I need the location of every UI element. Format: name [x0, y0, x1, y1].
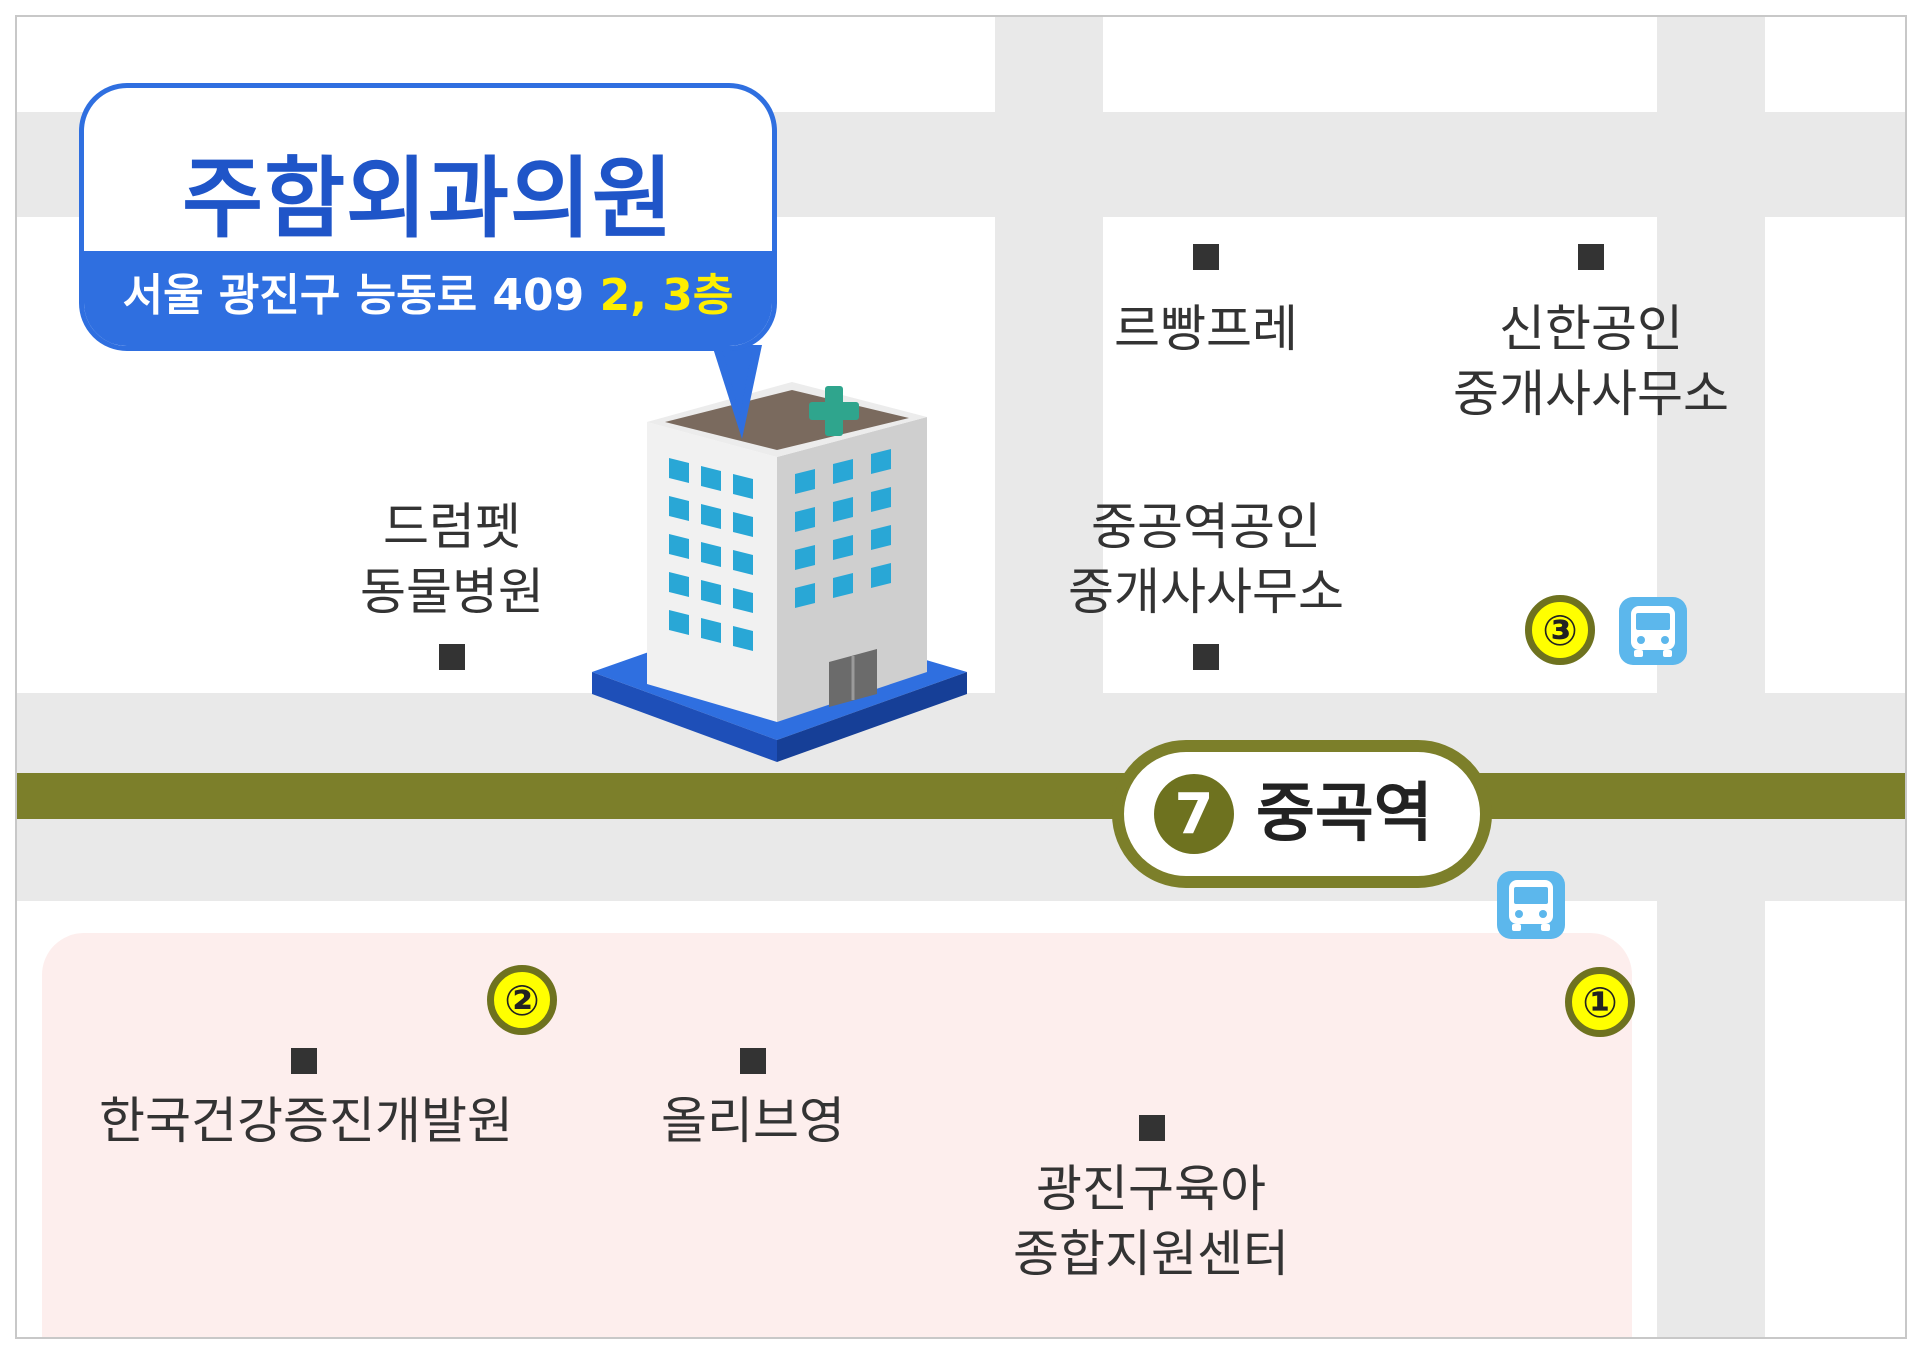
- map-frame: 르빵프레 신한공인 중개사사무소 드럼펫 동물병원 중공역공인 중개사사무소 한…: [15, 15, 1907, 1339]
- hospital-building-icon: [592, 382, 967, 762]
- bus-icon: [1619, 597, 1687, 665]
- exit-badge-3: ③: [1525, 595, 1595, 665]
- place-label-drumpet: 드럼펫 동물병원: [360, 495, 544, 625]
- marker-junggong: [1193, 644, 1219, 670]
- road-vertical-center: [995, 17, 1103, 693]
- place-label-shinhan: 신한공인 중개사사무소: [1453, 297, 1729, 427]
- callout-pointer: [712, 345, 762, 439]
- clinic-floor: 2, 3층: [599, 270, 734, 321]
- bus-icon: [1497, 871, 1565, 939]
- place-label-line: 중개사사무소: [1068, 563, 1344, 621]
- marker-gwangjin: [1139, 1115, 1165, 1141]
- place-label-gwangjin: 광진구육아 종합지원센터: [1013, 1157, 1289, 1287]
- marker-shinhan: [1578, 244, 1604, 270]
- place-label-line: 중개사사무소: [1453, 365, 1729, 423]
- clinic-name: 주함외과의원: [182, 147, 674, 250]
- exit-badge-2: ②: [487, 965, 557, 1035]
- place-label-line: 종합지원센터: [1013, 1225, 1289, 1283]
- place-label-line: 신한공인: [1499, 300, 1683, 358]
- marker-kohi: [291, 1048, 317, 1074]
- subway-line-7: [17, 773, 1905, 819]
- place-label-line: 동물병원: [360, 563, 544, 621]
- station-line-number: 7: [1154, 774, 1234, 854]
- marker-lebangpre: [1193, 244, 1219, 270]
- place-label-line: 광진구육아: [1036, 1160, 1266, 1218]
- marker-drumpet: [439, 644, 465, 670]
- marker-oliveyoung: [740, 1048, 766, 1074]
- place-label-junggong: 중공역공인 중개사사무소: [1068, 495, 1344, 625]
- clinic-address: 서울 광진구 능동로 409: [122, 270, 585, 321]
- clinic-callout: 주함외과의원 서울 광진구 능동로 409 2, 3층: [79, 83, 777, 351]
- place-label-line: 드럼펫: [383, 498, 521, 556]
- road-vertical-right: [1657, 17, 1765, 1337]
- station-badge: 7 중곡역: [1112, 740, 1492, 888]
- clinic-address-band: 서울 광진구 능동로 409 2, 3층: [84, 251, 772, 346]
- place-label-line: 중공역공인: [1091, 498, 1321, 556]
- station-name: 중곡역: [1256, 777, 1433, 851]
- place-label-lebangpre: 르빵프레: [1114, 300, 1298, 358]
- place-label-kohi: 한국건강증진개발원: [99, 1092, 513, 1150]
- place-label-oliveyoung: 올리브영: [661, 1092, 845, 1150]
- exit-badge-1: ①: [1565, 967, 1635, 1037]
- block-zone-highlight: [42, 933, 1632, 1337]
